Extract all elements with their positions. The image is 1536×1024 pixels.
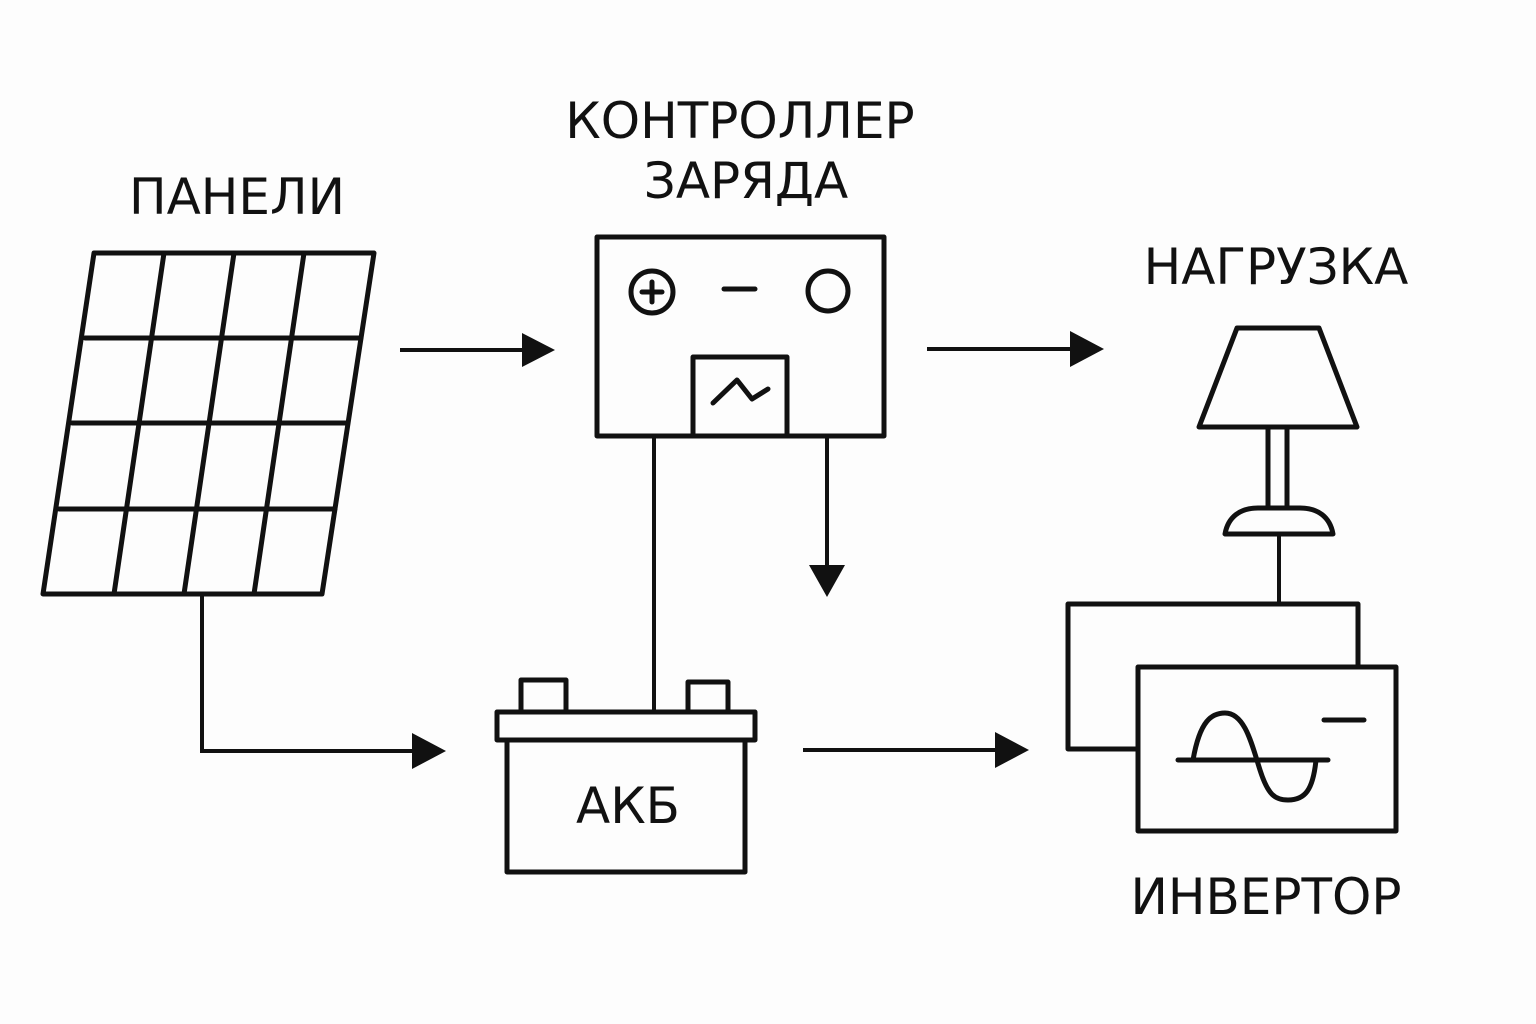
arrow-controller-to-load: [927, 331, 1104, 367]
battery-lid: [494, 709, 758, 743]
battery-terminal-left: [518, 677, 569, 715]
indicator-circle-icon: [805, 268, 851, 314]
arrow-battery-to-inverter: [803, 732, 1029, 768]
battery-label-overlay: АКБ: [576, 777, 680, 835]
inverter-label: ИНВЕРТОР: [1130, 868, 1401, 926]
battery-icon: [494, 677, 758, 875]
zigzag-icon: [710, 377, 771, 406]
controller-label-line2: ЗАРЯДА: [644, 152, 848, 210]
panel-grid-line: [111, 250, 167, 597]
lamp-base: [1222, 505, 1336, 537]
arrow-panels-to-controller: [400, 333, 555, 367]
plus-terminal-icon: [628, 268, 676, 316]
sine-wave-icon: [1190, 710, 1319, 803]
arrow-panels-to-battery: [200, 594, 446, 769]
arrow-controller-down: [809, 436, 845, 597]
battery-body: [504, 737, 748, 875]
lamp-shade: [1196, 325, 1360, 430]
panel-grid-line: [181, 250, 237, 597]
inverter-icon: [1065, 601, 1399, 834]
battery-terminal-right: [685, 679, 731, 715]
controller-display: [690, 354, 790, 439]
panel-grid-line: [251, 250, 307, 597]
load-label: НАГРУЗКА: [1144, 238, 1409, 296]
charge-controller-icon: [594, 234, 887, 439]
controller-label-line1: КОНТРОЛЛЕР: [565, 92, 914, 150]
panels-label: ПАНЕЛИ: [129, 168, 345, 226]
lamp-icon: [1196, 325, 1360, 604]
inverter-front-panel: [1135, 664, 1399, 834]
solar-panel-icon: [40, 250, 377, 597]
